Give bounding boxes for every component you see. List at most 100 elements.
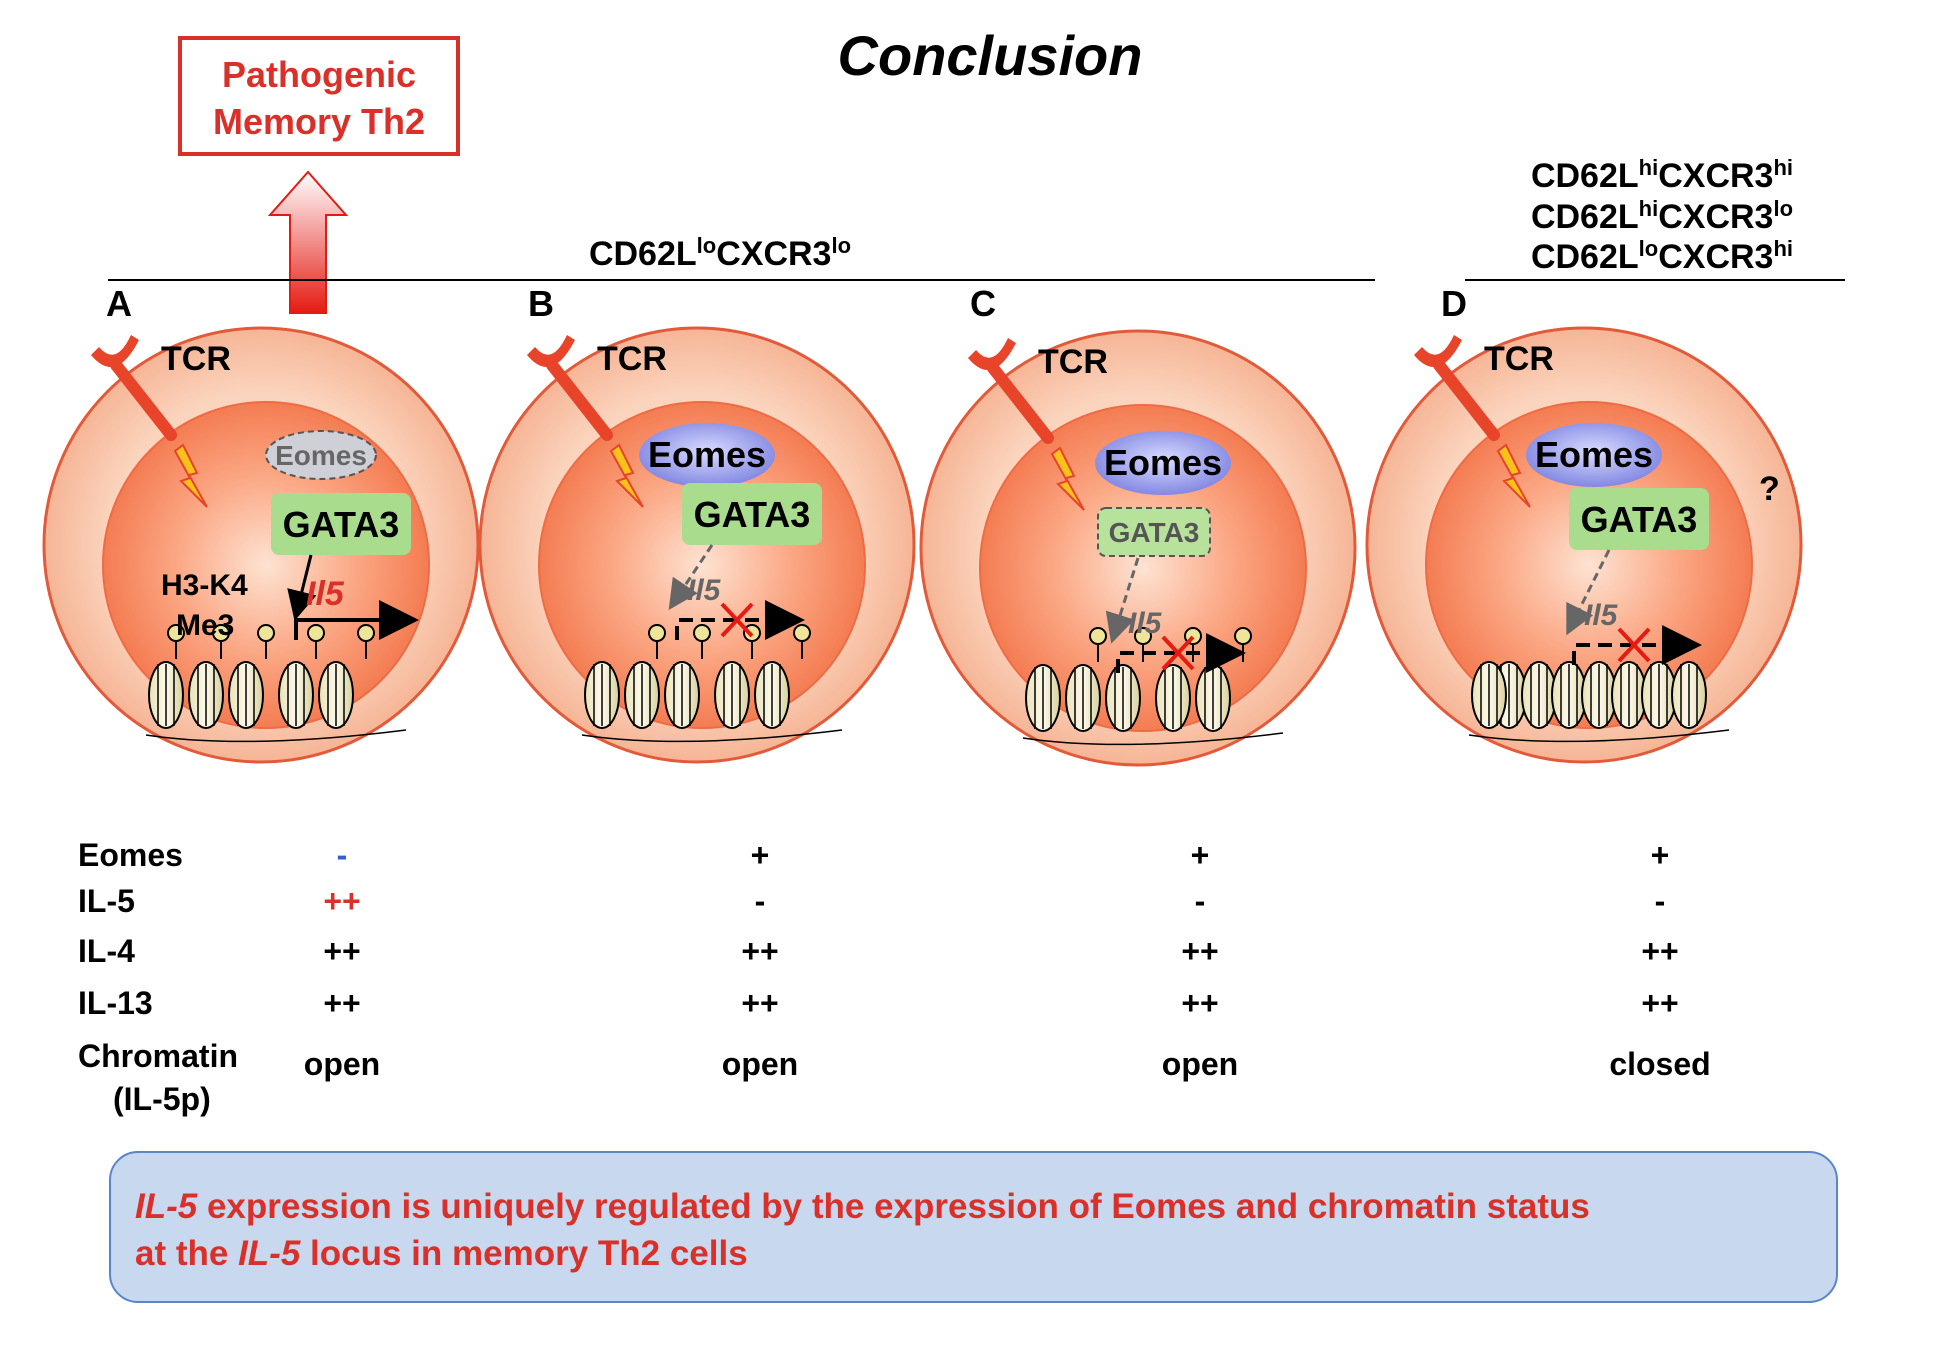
- eomes-label: Eomes: [1535, 434, 1653, 475]
- nucleosome: [148, 661, 184, 729]
- eomes-faded: Eomes: [265, 430, 377, 480]
- blocked-transcription-arrow: [1572, 625, 1702, 665]
- question-mark: ?: [1759, 470, 1780, 508]
- row-label-il13: IL-13: [78, 985, 153, 1021]
- nucleosome: [1065, 664, 1101, 732]
- pathogenic-memory-box: Pathogenic Memory Th2: [178, 36, 460, 156]
- eomes-label: Eomes: [648, 434, 766, 475]
- gata3-protein: GATA3: [682, 483, 822, 545]
- signal-bolt-icon: [1496, 443, 1531, 508]
- nucleosome: [1025, 664, 1061, 732]
- nucleosome: [624, 661, 660, 729]
- nucleosome: [278, 661, 314, 729]
- nucleosome: [1195, 664, 1231, 732]
- nucleosome: [1671, 661, 1707, 729]
- chromatin: [145, 624, 407, 743]
- eomes-protein: Eomes: [1095, 431, 1231, 495]
- blocked-x-icon: [1617, 627, 1651, 663]
- signal-bolt-icon: [609, 443, 644, 508]
- summary-table: Eomes IL-5 IL-4 IL-13 Chromatin (IL-5p): [78, 837, 238, 1117]
- group-right-line2: CD62LhiCXCR3lo: [1531, 196, 1793, 236]
- table-cell-chromatin-c: open: [1162, 1046, 1238, 1082]
- table-cell-il13-d: ++: [1641, 985, 1678, 1021]
- transcription-arrow: [294, 600, 419, 640]
- signal-bolt-icon: [1050, 446, 1085, 511]
- table-cell-il5-b: -: [755, 883, 766, 919]
- panel-letter: D: [1441, 283, 1467, 324]
- group-right-labels: CD62LhiCXCR3hi CD62LhiCXCR3lo CD62LloCXC…: [1531, 155, 1793, 276]
- nucleosome: [1611, 661, 1647, 729]
- group-right-line1: CD62LhiCXCR3hi: [1531, 155, 1793, 195]
- row-label-eomes: Eomes: [78, 837, 183, 873]
- nucleosome: [1581, 661, 1617, 729]
- table-cell-eomes-c: +: [1191, 837, 1210, 873]
- h3k4me3-mark: [1134, 627, 1152, 662]
- h3k4me3-mark: [648, 624, 666, 659]
- eomes-protein: Eomes: [1526, 423, 1662, 487]
- panel-letter: B: [528, 283, 554, 324]
- il5-gene-label: Il5: [1128, 607, 1163, 640]
- table-cell-eomes-d: +: [1651, 837, 1670, 873]
- row-label-chromatin-sub: (IL-5p): [113, 1081, 211, 1117]
- tcr-receptor-icon: [1414, 335, 1500, 441]
- table-cell-eomes-a: -: [337, 837, 348, 873]
- pathogenic-line2: Memory Th2: [213, 101, 425, 142]
- h3k4me3-mark: [212, 624, 230, 659]
- tcr-receptor-icon: [91, 335, 177, 441]
- table-cell-il4-d: ++: [1641, 933, 1678, 969]
- tcr-label: TCR: [161, 340, 231, 378]
- table-cell-chromatin-a: open: [304, 1046, 380, 1082]
- h3k4me3-mark: [167, 624, 185, 659]
- gata3-label: GATA3: [694, 494, 811, 535]
- nucleosome: [584, 661, 620, 729]
- eomes-label: Eomes: [275, 440, 367, 471]
- blocked-x-icon: [1161, 635, 1195, 671]
- group-right-line3: CD62LloCXCR3hi: [1531, 236, 1793, 276]
- panel-letter: C: [970, 283, 996, 324]
- table-cell-eomes-b: +: [751, 837, 770, 873]
- chromatin: [581, 624, 843, 743]
- gata3-protein: GATA3: [1569, 488, 1709, 550]
- table-values: -++++++open+-++++open+-++++open+-++++clo…: [304, 837, 1711, 1082]
- table-cell-chromatin-d: closed: [1609, 1046, 1710, 1082]
- table-cell-il13-b: ++: [741, 985, 778, 1021]
- table-cell-il13-a: ++: [323, 985, 360, 1021]
- il5-gene-label: Il5: [306, 575, 345, 613]
- nucleosome: [1521, 661, 1557, 729]
- row-label-il5: IL-5: [78, 883, 135, 919]
- gata3-label: GATA3: [1581, 499, 1698, 540]
- signal-bolt-icon: [173, 443, 208, 508]
- nucleosome: [714, 661, 750, 729]
- il5-gene-label: Il5: [1584, 599, 1619, 632]
- table-cell-il5-d: -: [1655, 883, 1666, 919]
- me3-label: Me3: [176, 609, 234, 642]
- nucleosome: [1551, 661, 1587, 729]
- blocked-transcription-arrow: [1116, 633, 1246, 673]
- pathogenic-line1: Pathogenic: [222, 54, 416, 95]
- panel-letter: A: [106, 283, 132, 324]
- eomes-protein: Eomes: [639, 423, 775, 487]
- nucleosome: [1155, 664, 1191, 732]
- nucleosome: [1641, 661, 1677, 729]
- nucleosome: [754, 661, 790, 729]
- group-left-label: CD62LloCXCR3lo: [589, 233, 851, 273]
- nucleosome: [188, 661, 224, 729]
- nucleosome: [664, 661, 700, 729]
- table-cell-il5-a: ++: [323, 883, 360, 919]
- conclusion-box: IL-5 expression is uniquely regulated by…: [109, 1151, 1838, 1303]
- h3k4me3-mark: [357, 624, 375, 659]
- tcr-label: TCR: [597, 340, 667, 378]
- chromatin: [1468, 661, 1730, 743]
- tcr-receptor-icon: [527, 335, 613, 441]
- nucleosome: [318, 661, 354, 729]
- cells-group: ATCREomesGATA3H3-K4Me3Il5BTCREomesGATA3I…: [42, 283, 1803, 767]
- gata3-label: GATA3: [1109, 517, 1200, 548]
- gata3-label: GATA3: [283, 504, 400, 545]
- il5-gene-label: Il5: [687, 574, 722, 607]
